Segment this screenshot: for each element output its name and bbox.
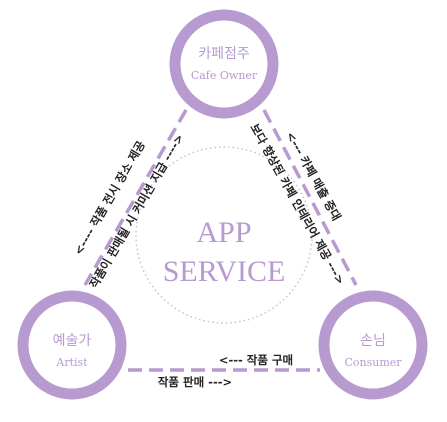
node-cafe-owner: 카페점주 Cafe Owner xyxy=(169,9,279,119)
center-label-service: SERVICE xyxy=(163,255,286,288)
cafe-owner-subtitle: Cafe Owner xyxy=(191,69,258,82)
center-label-app: APP xyxy=(196,216,251,249)
consumer-ring xyxy=(318,290,428,400)
consumer-title: 손님 xyxy=(360,333,386,349)
node-consumer: 손님 Consumer xyxy=(318,290,428,400)
edge-label-consumer-to-artist: <--- 작품 구매 xyxy=(219,353,293,367)
artist-ring xyxy=(17,290,127,400)
edge-owner-consumer-line xyxy=(262,109,358,286)
cafe-owner-title: 카페점주 xyxy=(198,46,250,62)
consumer-subtitle: Consumer xyxy=(344,356,402,369)
cafe-owner-ring xyxy=(169,9,279,119)
center-dotted-circle xyxy=(135,146,313,324)
edge-owner-artist-line xyxy=(83,109,188,286)
artist-title: 예술가 xyxy=(53,333,92,349)
node-artist: 예술가 Artist xyxy=(17,290,127,400)
artist-subtitle: Artist xyxy=(55,356,88,369)
edge-label-artist-to-consumer: 작품 판매 ---> xyxy=(158,375,232,389)
